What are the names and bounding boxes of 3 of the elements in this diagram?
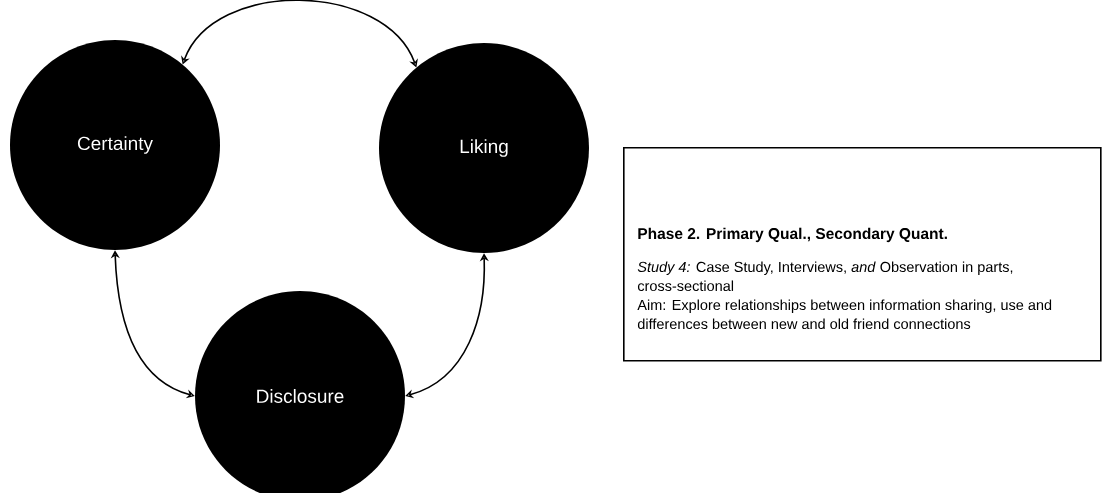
circle-node: Certainty	[10, 40, 220, 250]
circle-node: Liking	[379, 43, 589, 253]
text-box: Phase 2. Primary Qual., Secondary Quant. Study 4: Case Study, Interviews, and Observation in parts, cross-sectional Aim: Explore relationships between information sharing, use and differences between new and old friend connections	[623, 147, 1102, 362]
